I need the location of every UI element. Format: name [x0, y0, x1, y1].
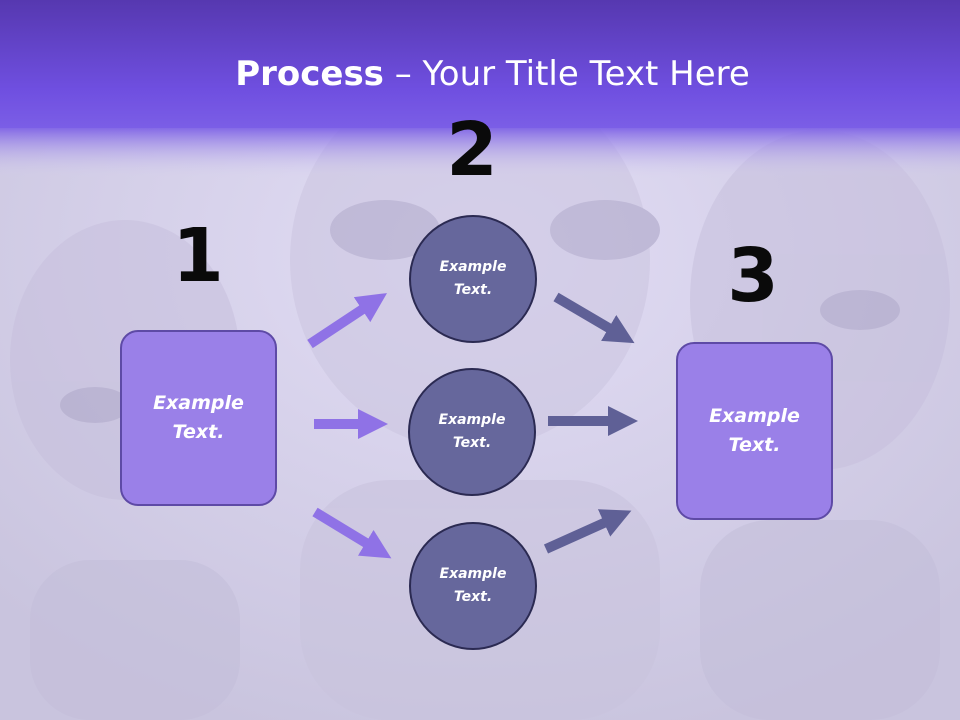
circle-bottom-line2: Text.	[453, 589, 493, 605]
step-number-2: 2	[446, 107, 498, 193]
step-number-3: 3	[727, 233, 779, 319]
process-circle-top: Example Text.	[409, 215, 537, 343]
arrow-right-up	[543, 509, 632, 554]
process-circle-middle: Example Text.	[408, 368, 536, 496]
arrow-right-down	[553, 292, 635, 344]
process-circle-bottom: Example Text.	[409, 522, 537, 650]
process-box-3: Example Text.	[676, 342, 833, 520]
step-number-1: 1	[172, 213, 224, 299]
circle-middle-line2: Text.	[452, 435, 492, 451]
arrow-left-down	[312, 507, 392, 559]
box-1-line2: Text.	[172, 421, 225, 443]
process-box-1: Example Text.	[120, 330, 277, 506]
box-3-line2: Text.	[728, 434, 781, 456]
title-rest: – Your Title Text Here	[383, 54, 750, 94]
arrow-left-up	[307, 293, 388, 349]
box-3-line1: Example	[709, 405, 800, 427]
circle-middle-line1: Example	[438, 412, 506, 428]
slide-title: Process – Your Title Text Here	[0, 52, 960, 96]
title-bold: Process	[235, 54, 384, 94]
circle-top-line2: Text.	[453, 282, 493, 298]
circle-top-line1: Example	[439, 259, 507, 275]
box-1-line1: Example	[153, 392, 244, 414]
circle-bottom-line1: Example	[439, 566, 507, 582]
